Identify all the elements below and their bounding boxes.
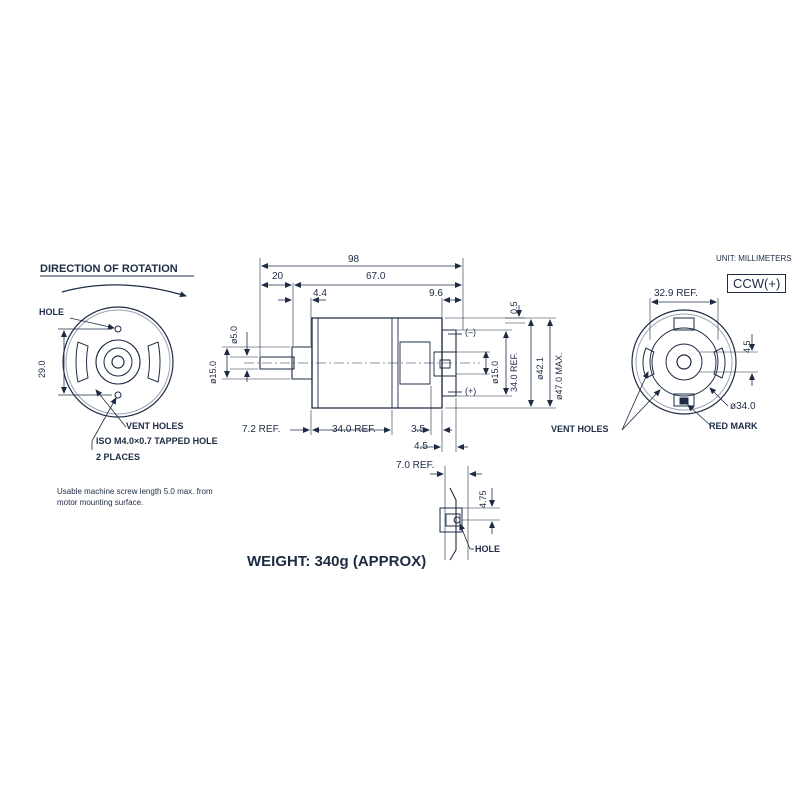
- terminal-plus-label: (+): [465, 386, 477, 396]
- dim-34-ref-len: 34.0 REF.: [332, 424, 376, 435]
- dim-shaft-dia: ø5.0: [229, 325, 239, 344]
- rear-outer-circle: [632, 310, 736, 414]
- terminal-hole-label: HOLE: [475, 544, 501, 554]
- two-places-label: 2 PLACES: [96, 452, 141, 462]
- terminal-detail: [430, 466, 500, 560]
- rear-vent-left: [643, 348, 654, 378]
- ccw-badge: CCW(+): [727, 274, 787, 293]
- rear-view: [622, 298, 758, 430]
- rear-dim-34-dia: ø34.0: [730, 401, 756, 412]
- dim-42-1: ø42.1: [535, 356, 545, 380]
- side-motor-body: [312, 318, 442, 408]
- rear-vent-right: [714, 348, 725, 378]
- dim-3-5: 3.5: [411, 424, 425, 435]
- front-outer-circle: [63, 307, 173, 417]
- front-vent-holes-label: VENT HOLES: [126, 421, 184, 431]
- rear-vent-holes-label: VENT HOLES: [551, 424, 609, 434]
- rear-terminal-bottom: [674, 394, 694, 406]
- unit-label: UNIT: MILLIMETERS: [716, 254, 792, 263]
- rotation-arrow: [62, 285, 187, 298]
- front-vent-hole-right: [148, 342, 160, 382]
- screw-note-line1: Usable machine screw length 5.0 max. fro…: [57, 487, 213, 496]
- dim-0-5: 0.5: [509, 301, 519, 314]
- dim-rear-boss-dia: ø15.0: [490, 360, 500, 384]
- dim-4-75: 4.75: [478, 490, 488, 508]
- rear-inner-ring: [650, 328, 718, 396]
- front-view: [40, 276, 194, 450]
- front-dim-29: 29.0: [37, 360, 47, 378]
- rear-terminal-top: [674, 318, 694, 330]
- front-boss: [96, 340, 140, 384]
- side-view: [222, 258, 556, 452]
- dim-47-max: ø47.0 MAX.: [554, 352, 564, 400]
- terminal-hole: [454, 517, 460, 523]
- red-mark: [680, 398, 688, 404]
- dim-7-0-ref: 7.0 REF.: [396, 460, 435, 471]
- dim-20: 20: [272, 271, 284, 282]
- front-tapped-hole-bottom: [115, 392, 121, 398]
- screw-note-line2: motor mounting surface.: [57, 498, 144, 507]
- front-hole-label: HOLE: [39, 307, 65, 317]
- terminal-tab: [450, 488, 456, 560]
- rear-shaft: [677, 355, 691, 369]
- tapped-hole-label: ISO M4.0×0.7 TAPPED HOLE: [96, 436, 218, 446]
- weight-label: WEIGHT: 340g (APPROX): [247, 553, 427, 570]
- terminal-minus-label: (–): [465, 327, 476, 337]
- dim-7-2-ref: 7.2 REF.: [242, 424, 281, 435]
- rear-dim-4-5: 4.5: [742, 340, 752, 353]
- red-mark-label: RED MARK: [709, 421, 758, 431]
- dim-34-ref-dia: 34.0 REF.: [509, 352, 519, 392]
- front-vent-hole-left: [76, 342, 88, 382]
- dim-4-5: 4.5: [414, 441, 428, 452]
- front-shaft: [112, 356, 124, 368]
- dim-boss-dia: ø15.0: [208, 360, 218, 384]
- dim-32-9-ref: 32.9 REF.: [654, 288, 698, 299]
- dim-9-6: 9.6: [429, 288, 443, 299]
- front-tapped-hole-top: [115, 326, 121, 332]
- dim-4-4: 4.4: [313, 288, 327, 299]
- dim-98: 98: [348, 254, 360, 265]
- dim-67: 67.0: [366, 271, 386, 282]
- direction-of-rotation-title: DIRECTION OF ROTATION: [40, 263, 178, 275]
